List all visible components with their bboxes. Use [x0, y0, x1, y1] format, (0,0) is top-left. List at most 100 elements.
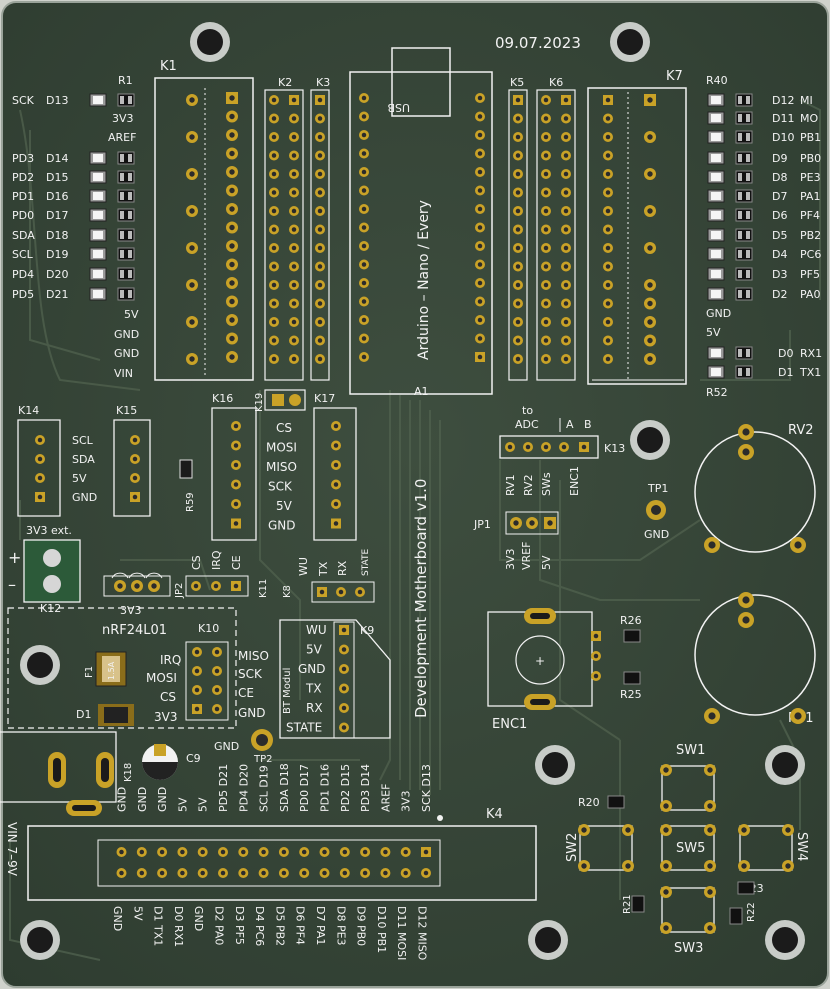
k7-pads — [592, 92, 684, 381]
drill-hole — [338, 589, 344, 595]
signal-label: RX1 — [800, 347, 822, 360]
resistor-cap — [738, 114, 742, 122]
led-lens — [93, 231, 103, 239]
k4-top-label: 3V3 — [400, 790, 413, 812]
k8-outline — [311, 581, 375, 603]
jp1-outline — [505, 511, 559, 535]
drill-hole — [563, 116, 569, 121]
drill-hole — [605, 208, 611, 214]
led-lens — [93, 96, 103, 104]
drill-hole — [543, 264, 549, 269]
drill-hole — [707, 925, 713, 931]
jp1-label: 3V3 — [504, 548, 517, 570]
led-lens — [93, 290, 103, 298]
drill-hole — [189, 282, 195, 288]
drill-hole — [341, 627, 347, 633]
enc1-pads — [591, 631, 601, 681]
k13-pads — [505, 442, 589, 452]
resistor-cap — [746, 231, 750, 239]
drill-hole — [515, 134, 521, 140]
k10-left-label: 3V3 — [154, 710, 177, 724]
drill-hole — [794, 541, 802, 549]
pin-label: D11 — [772, 112, 794, 125]
k10-right-label: GND — [238, 706, 266, 720]
drill-hole — [271, 208, 277, 214]
drill-hole — [361, 336, 367, 341]
drill-hole — [707, 803, 713, 809]
drill-hole — [563, 301, 569, 306]
k4-top-label: PD1 D16 — [319, 764, 332, 812]
drill-hole — [543, 356, 549, 362]
mounting-hole-icon — [765, 920, 805, 960]
switch-cluster — [578, 764, 794, 934]
drill-hole — [220, 870, 226, 876]
pin-label: D21 — [46, 288, 68, 301]
vin-jack-slot — [101, 758, 109, 782]
drill-hole — [317, 338, 323, 343]
drill-hole — [361, 132, 367, 138]
drill-hole — [229, 298, 235, 305]
pin-label: D6 — [772, 209, 787, 222]
signal-label: SCL — [12, 248, 34, 261]
drill-hole — [291, 245, 297, 251]
v3v3-label: 3V3 — [120, 604, 142, 617]
resistor-cap — [120, 211, 124, 219]
power-label: GND — [706, 307, 731, 320]
mounting-hole-icon — [765, 745, 805, 785]
signal-label: PD2 — [12, 171, 34, 184]
sw2-ref: SW2 — [565, 833, 580, 862]
power-label: 5V — [706, 326, 721, 339]
k13-top-adc: ADC — [515, 418, 539, 431]
drill-hole — [563, 153, 569, 158]
drill-hole — [361, 354, 367, 360]
drill-hole — [241, 849, 246, 855]
resistor-cap — [746, 192, 750, 200]
signal-label: PE3 — [800, 171, 821, 184]
tp2-ref: TP2 — [253, 754, 273, 765]
switch-outline — [661, 765, 715, 811]
enc-resistors — [623, 629, 641, 685]
drill-hole — [708, 541, 716, 549]
drill-hole — [361, 317, 367, 323]
power-label: 5V — [124, 308, 139, 321]
tp1-ref: TP1 — [647, 482, 668, 495]
led-lens — [93, 173, 103, 181]
resistor-cap — [738, 173, 742, 181]
resistor-cap — [120, 173, 124, 181]
drill-hole — [317, 153, 323, 158]
k4-bottom-label: GND — [111, 906, 124, 931]
drill-hole — [291, 134, 297, 140]
led-lens — [711, 154, 721, 162]
k16-label: MISO — [266, 460, 297, 474]
resistor-cap — [128, 231, 132, 239]
drill-hole — [139, 870, 145, 876]
drill-hole — [605, 153, 611, 158]
drill-hole — [742, 616, 750, 624]
led-lens — [711, 133, 721, 141]
a1-ref: A1 — [414, 385, 429, 398]
pin-label: D9 — [772, 152, 787, 165]
pin-label: AREF — [108, 131, 136, 144]
r59-resistor — [179, 459, 193, 479]
drill-hole — [119, 870, 124, 876]
r22-ref: R22 — [746, 902, 757, 922]
tp1-hole — [651, 505, 661, 515]
jp2-outline — [185, 575, 249, 597]
drill-hole — [189, 319, 195, 325]
k13-label: RV1 — [504, 474, 517, 496]
drill-hole — [663, 889, 669, 895]
drill-hole — [214, 706, 220, 712]
drill-hole — [563, 319, 569, 325]
drill-hole — [37, 494, 43, 500]
drill-hole — [159, 849, 165, 855]
tp1-gnd-label: GND — [644, 528, 669, 541]
bridge-arc — [111, 572, 129, 579]
drill-hole — [361, 243, 367, 249]
resistor — [607, 795, 625, 809]
drill-hole — [361, 95, 367, 101]
drill-hole — [194, 706, 200, 712]
drill-hole — [271, 282, 277, 288]
drill-hole — [477, 299, 483, 304]
